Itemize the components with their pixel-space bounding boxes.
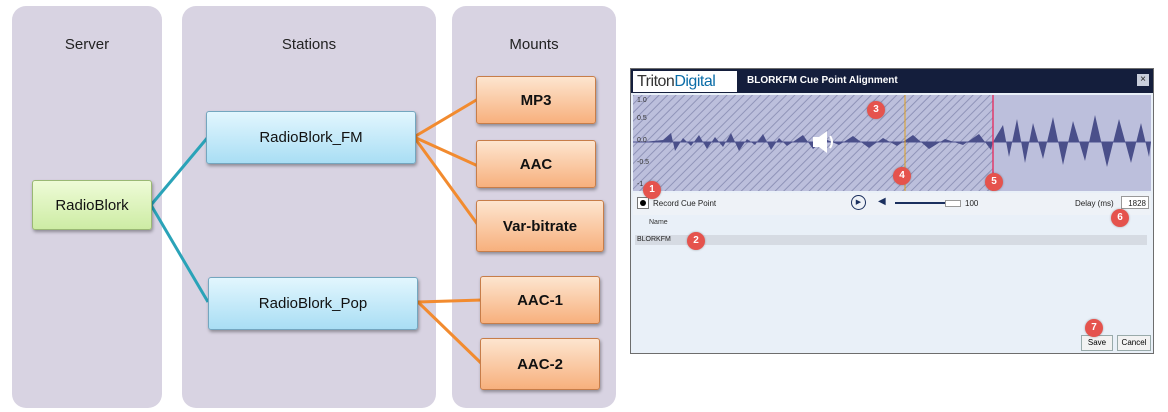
speaker-icon — [813, 131, 833, 153]
mount-node-aac-2: AAC-2 — [480, 338, 600, 390]
tick-label: 0.5 — [637, 115, 647, 122]
station-node-pop: RadioBlork_Pop — [208, 277, 418, 330]
station-node-fm: RadioBlork_FM — [206, 111, 416, 164]
control-bar: Record Cue Point ▶ ◀ 100 Delay (ms) 1828 — [633, 193, 1151, 215]
volume-slider-thumb[interactable] — [945, 200, 961, 207]
dialog-title: BLORKFM Cue Point Alignment — [747, 75, 898, 86]
record-cue-point-button[interactable] — [637, 197, 649, 209]
tick-label: -1 — [637, 181, 644, 188]
volume-slider[interactable] — [895, 202, 945, 204]
mounts-column-title: Mounts — [509, 36, 559, 53]
callout-badge: 6 — [1111, 209, 1129, 227]
volume-icon[interactable]: ◀ — [878, 196, 886, 207]
tick-label: -0.5 — [637, 159, 650, 166]
delay-input[interactable]: 1828 — [1121, 196, 1149, 209]
link-pop-aac1 — [417, 298, 483, 304]
cue-point-dialog: TritonDigital BLORKFM Cue Point Alignmen… — [630, 68, 1154, 354]
stations-column: Stations — [182, 6, 436, 408]
waveform-view[interactable]: 1.0 0.5 0.0 -0.5 -1 — [633, 95, 1151, 191]
close-icon[interactable]: × — [1137, 74, 1149, 86]
callout-badge: 5 — [985, 173, 1003, 191]
callout-badge: 3 — [867, 101, 885, 119]
name-cell: BLORKFM — [637, 236, 671, 243]
cancel-button[interactable]: Cancel — [1117, 335, 1151, 351]
tick-label: 0.0 — [637, 137, 647, 144]
volume-value: 100 — [965, 199, 979, 208]
name-column-header: Name — [649, 219, 668, 226]
link-server-pop — [149, 204, 210, 303]
triton-digital-logo: TritonDigital — [633, 71, 737, 92]
name-row[interactable] — [635, 235, 1147, 245]
server-node: RadioBlork — [32, 180, 152, 230]
mount-node-var-bitrate: Var-bitrate — [476, 200, 604, 252]
waveform-right — [993, 115, 1151, 167]
delay-label: Delay (ms) — [1075, 199, 1114, 208]
callout-badge: 1 — [643, 181, 661, 199]
link-fm-varbitrate — [412, 136, 480, 226]
server-column-title: Server — [64, 36, 110, 53]
callout-badge: 2 — [687, 232, 705, 250]
link-pop-aac2 — [416, 300, 484, 366]
callout-badge: 4 — [893, 167, 911, 185]
mount-node-aac: AAC — [476, 140, 596, 188]
link-fm-aac — [413, 135, 479, 168]
stations-column-title: Stations — [281, 36, 337, 53]
play-icon[interactable]: ▶ — [851, 195, 866, 210]
mount-node-aac-1: AAC-1 — [480, 276, 600, 324]
save-button[interactable]: Save — [1081, 335, 1113, 351]
record-cue-point-label: Record Cue Point — [653, 199, 717, 208]
callout-badge: 7 — [1085, 319, 1103, 337]
waveform-svg — [633, 95, 1151, 191]
link-fm-mp3 — [413, 97, 479, 139]
dialog-title-bar: TritonDigital BLORKFM Cue Point Alignmen… — [631, 69, 1153, 93]
tick-label: 1.0 — [637, 97, 647, 104]
link-server-fm — [149, 136, 210, 206]
mount-node-mp3: MP3 — [476, 76, 596, 124]
